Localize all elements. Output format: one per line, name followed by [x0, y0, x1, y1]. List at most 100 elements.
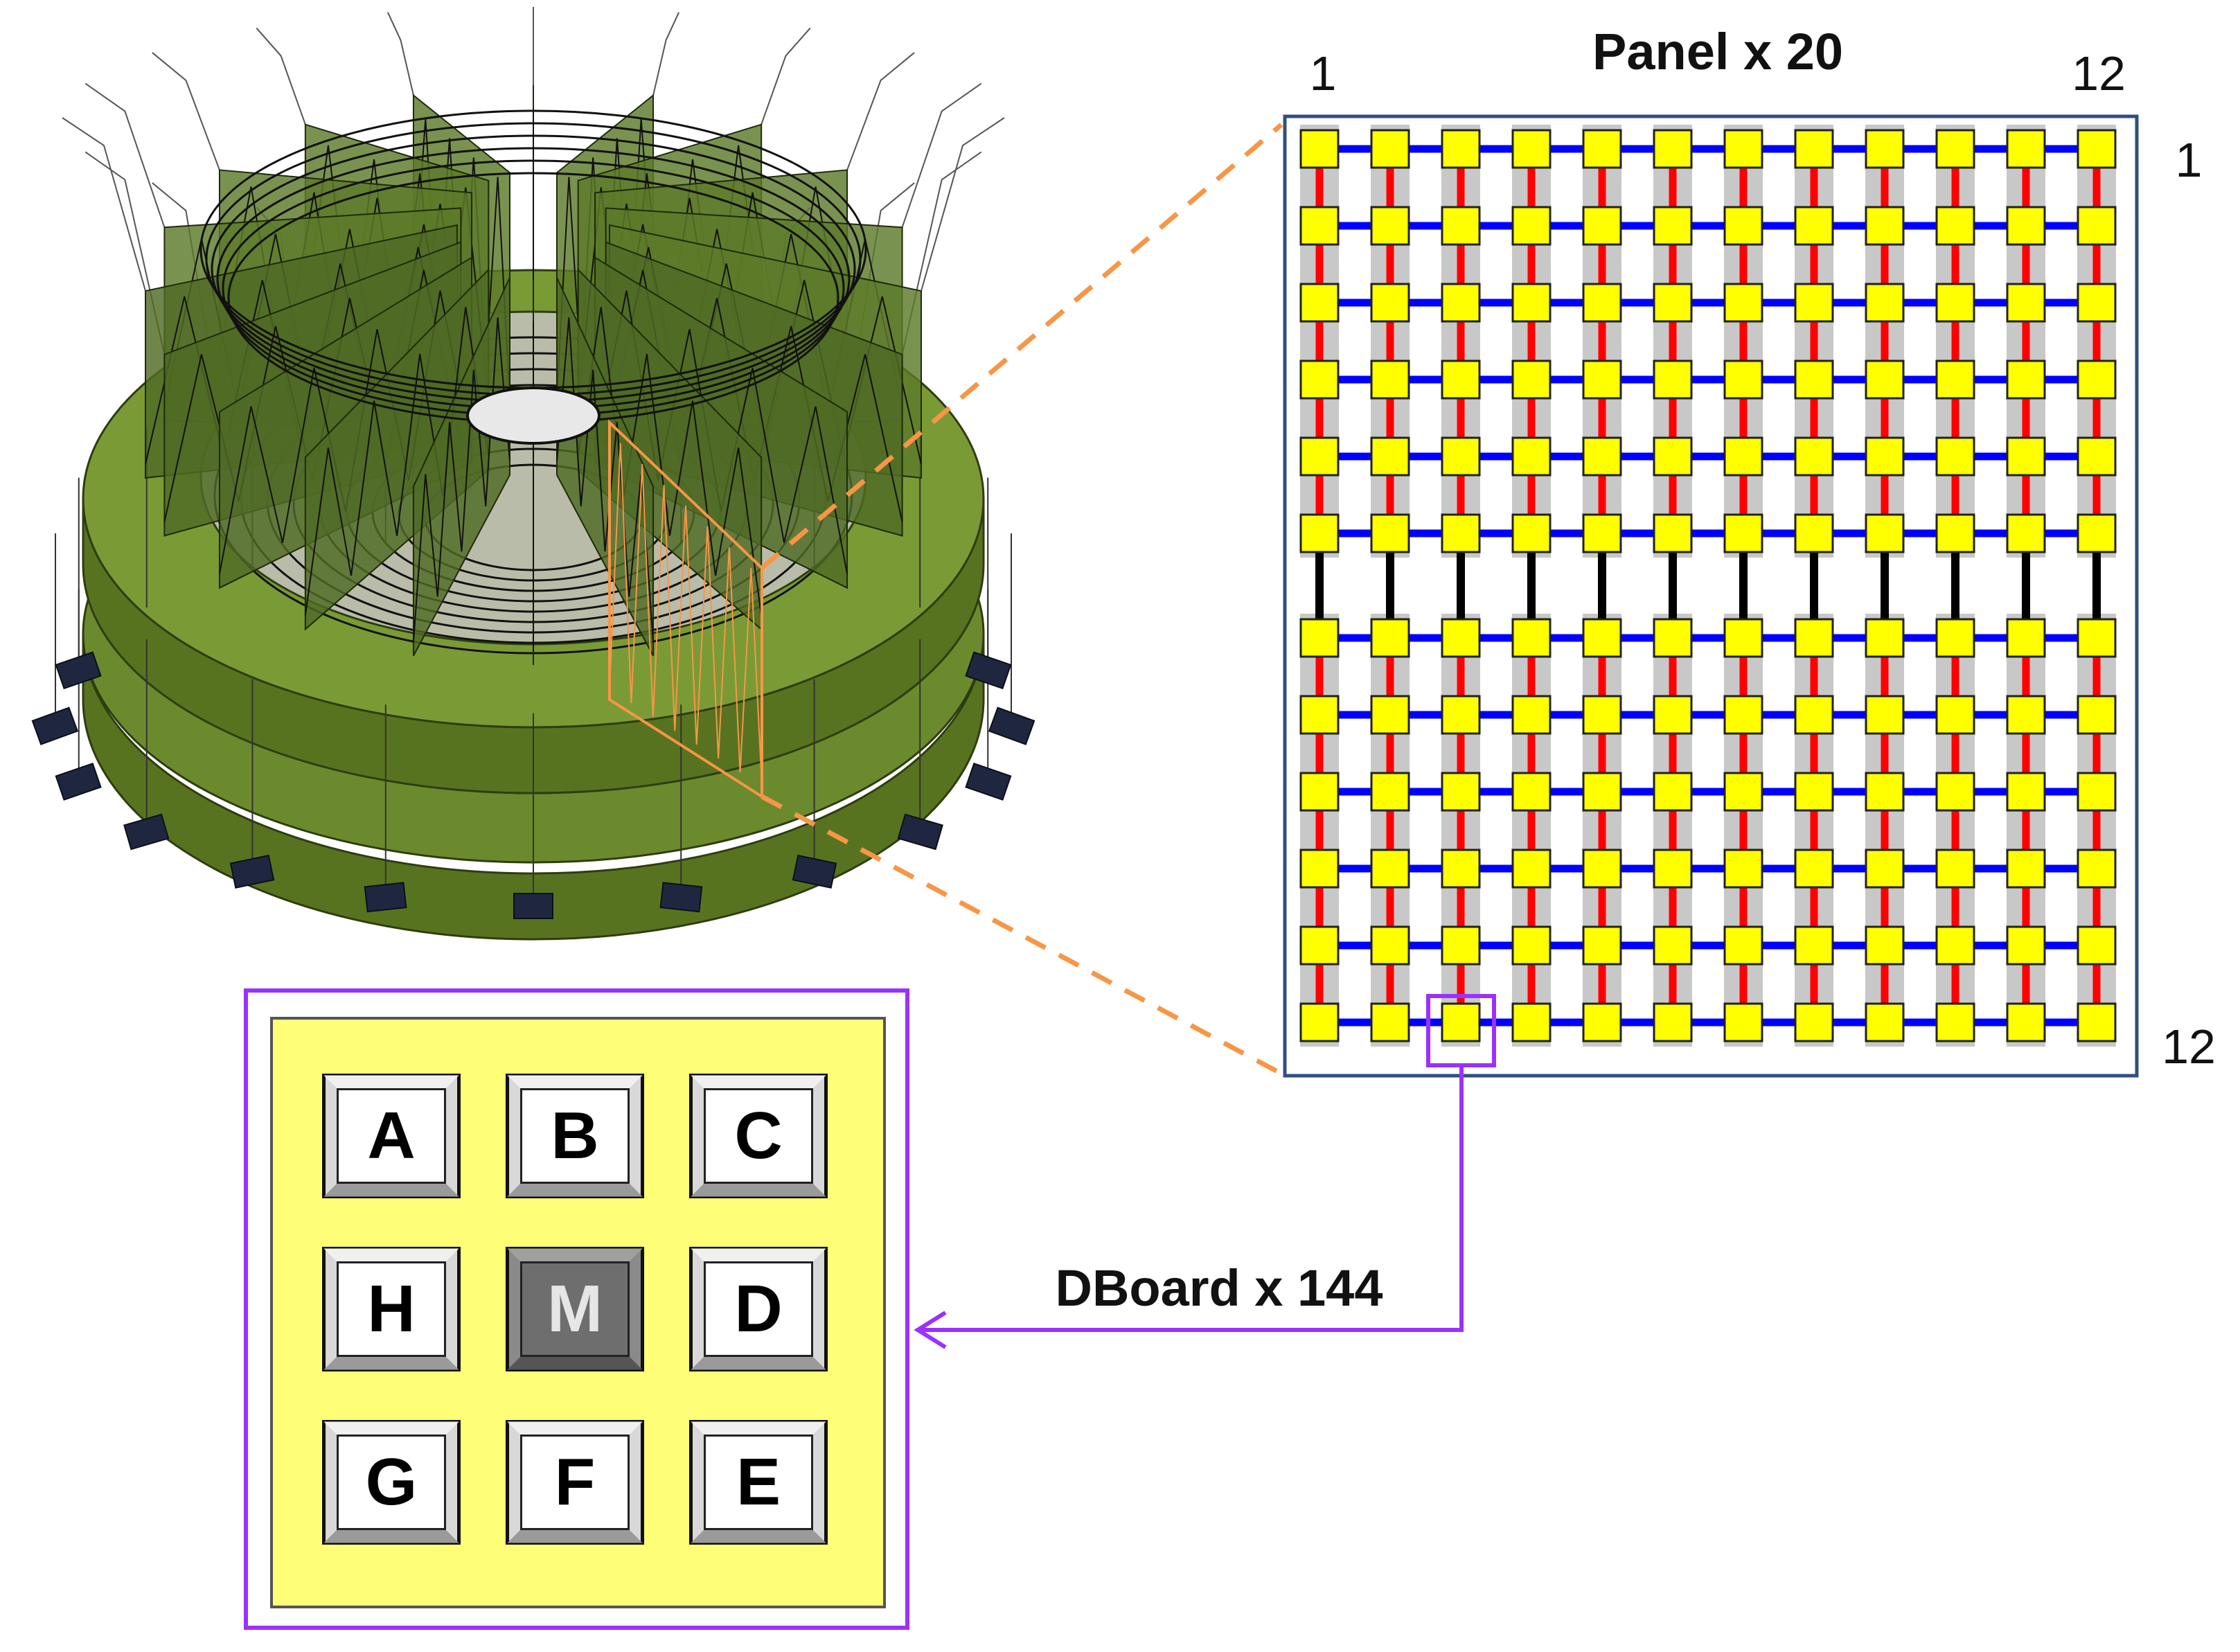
pad-label: C	[734, 1099, 782, 1173]
dboard-cell	[2077, 129, 2117, 169]
dboard-cell	[2077, 436, 2117, 477]
blade-wires	[555, 317, 655, 642]
dboard-cell	[1582, 695, 1622, 735]
dboard-cell	[2006, 849, 2046, 889]
panel-frame	[1283, 114, 2139, 1078]
blade-wires	[412, 317, 511, 642]
pad-label: M	[547, 1272, 603, 1346]
dboard-cell	[2006, 925, 2046, 966]
pad-face	[337, 1435, 446, 1530]
blade-wires	[304, 307, 490, 616]
pad-label: A	[367, 1099, 415, 1173]
dboard-cell	[2077, 513, 2117, 553]
dboard-pad-h: H	[322, 1247, 461, 1371]
pad-label: D	[734, 1272, 782, 1346]
panel-row-first-label: 1	[2176, 133, 2203, 187]
dboard-cell	[1370, 772, 1410, 812]
dboard-cell	[2077, 772, 2117, 812]
pad-label: G	[366, 1445, 418, 1519]
pad-bevel-bottom	[323, 1182, 459, 1197]
pad-bevel-top	[507, 1421, 643, 1436]
dboard-cell	[1299, 513, 1340, 553]
dboard-cell	[1935, 206, 1975, 246]
dboard-cell	[1653, 513, 1693, 553]
dboard-cell	[1370, 283, 1410, 323]
dboard-cell	[1653, 359, 1693, 400]
dboard-cell	[1865, 849, 1905, 889]
dboard-cell	[1582, 1002, 1622, 1042]
blade-wires	[577, 307, 763, 616]
pad-face	[337, 1261, 446, 1357]
dboard-cell	[1441, 849, 1481, 889]
dboard-cell	[1299, 206, 1340, 246]
dboard-cell	[1653, 129, 1693, 169]
dboard-cell	[1794, 618, 1834, 658]
dboard-cell	[1299, 925, 1340, 966]
dboard-cell	[1794, 925, 1834, 966]
dboard-pad-d: D	[689, 1247, 828, 1371]
dboard-cell	[1441, 359, 1481, 400]
dboard-cell	[1935, 283, 1975, 323]
dboard-cell	[1370, 436, 1410, 477]
pad-label: B	[551, 1099, 598, 1173]
dboard-cell	[2077, 1002, 2117, 1042]
dboard-cell	[1582, 436, 1622, 477]
dboard-cell	[1935, 1002, 1975, 1042]
dboard-pad-c: C	[689, 1074, 828, 1198]
dboard-cell	[1653, 618, 1693, 658]
pad-bevel-top	[691, 1248, 826, 1263]
cable	[921, 117, 1005, 292]
dboard-cell	[1511, 925, 1552, 966]
dboard-cell	[1582, 283, 1622, 323]
pad-bevel-bottom	[507, 1529, 643, 1543]
dboard-cell	[1511, 695, 1552, 735]
readout-box	[55, 763, 102, 801]
dboard-cell	[1511, 129, 1552, 169]
dboard-cell	[1370, 618, 1410, 658]
dboard-cell	[1865, 1002, 1905, 1042]
dboard-cell	[1794, 359, 1834, 400]
dboard-cell	[1441, 925, 1481, 966]
dboard-cell	[1794, 849, 1834, 889]
pad-face	[520, 1435, 630, 1530]
dboard-cell	[2077, 849, 2117, 889]
dboard-cell	[1582, 925, 1622, 966]
dboard-cell	[1935, 849, 1975, 889]
dboard-label: DBoard x 144	[1056, 1259, 1383, 1317]
pad-label: F	[555, 1445, 596, 1519]
dboard-cell	[1441, 695, 1481, 735]
dboard-cell	[1582, 129, 1622, 169]
cable	[652, 12, 680, 96]
cable	[761, 27, 811, 125]
dboard-cell	[1653, 283, 1693, 323]
dboard-cell	[1653, 695, 1693, 735]
dboard-cell	[2006, 618, 2046, 658]
cable	[62, 117, 146, 292]
callout-line-top	[760, 123, 1283, 570]
cable	[901, 82, 982, 228]
dboard-cell	[1865, 618, 1905, 658]
dboard-cell	[1865, 772, 1905, 812]
pad-bevel-top	[691, 1421, 826, 1436]
readout-box	[965, 763, 1012, 801]
pad-face	[704, 1435, 813, 1530]
dboard-pad-g: G	[322, 1420, 461, 1545]
dboard-cell	[1370, 925, 1410, 966]
dboard-cell	[2006, 283, 2046, 323]
dboard-cell	[1653, 849, 1693, 889]
dboard-cell	[1370, 206, 1410, 246]
dboard-pad-a: A	[322, 1074, 461, 1198]
dboard-cell	[1723, 359, 1763, 400]
readout-box	[897, 813, 943, 851]
dboard-cell	[1370, 129, 1410, 169]
selected-dboard-box	[1426, 994, 1496, 1067]
dboard-cell	[2077, 206, 2117, 246]
dboard-cell	[1370, 695, 1410, 735]
dboard-cell	[1370, 849, 1410, 889]
readout-box	[988, 707, 1035, 745]
dboard-cell	[2077, 618, 2117, 658]
dboard-cell	[2006, 206, 2046, 246]
pad-label: E	[736, 1445, 781, 1519]
dboard-pad-e: E	[689, 1420, 828, 1545]
pad-bevel-bottom	[507, 1356, 643, 1370]
